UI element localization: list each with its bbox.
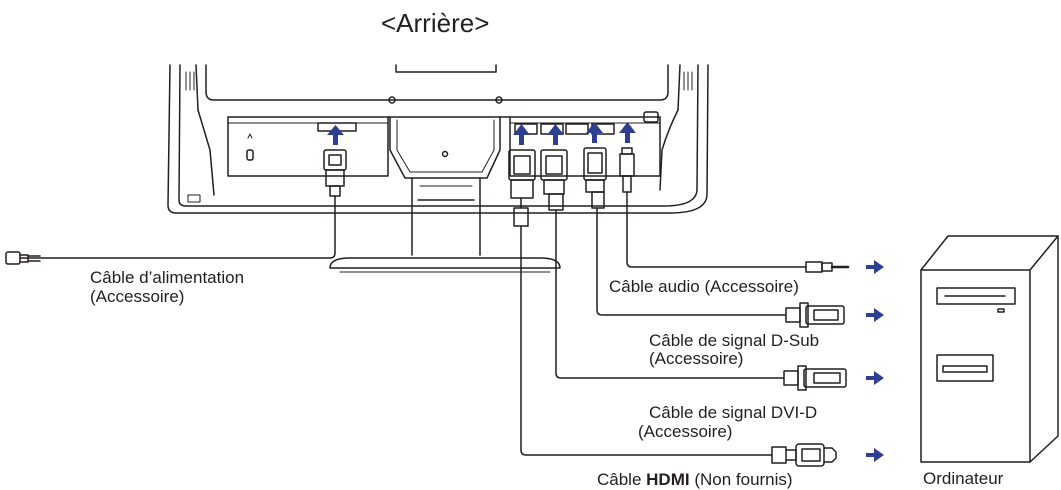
- arrow-up-icon: [513, 124, 530, 145]
- arrow-right-icon: [866, 448, 884, 462]
- arrow-up-icon: [619, 122, 636, 143]
- dsub-cable-note: (Accessoire): [649, 349, 744, 368]
- computer-tower: [920, 235, 1059, 463]
- arrow-up-icon: [547, 124, 564, 145]
- dvi-cable-label: Câble de signal DVI-D: [649, 403, 818, 422]
- dvi-cable-note: (Accessoire): [638, 422, 733, 441]
- arrow-up-icon: [586, 122, 603, 143]
- connect-arrows-up: [327, 122, 636, 145]
- hdmi-cable-prefix: Câble: [597, 470, 647, 489]
- dsub-cable-label: Câble de signal D-Sub: [649, 331, 820, 350]
- monitor-stand: [329, 177, 561, 273]
- dvi-cable: [540, 149, 847, 391]
- hdmi-cable: [508, 149, 837, 467]
- power-cable-note: (Accessoire): [90, 287, 185, 306]
- connect-arrows-right: [866, 260, 884, 462]
- computer-label: Ordinateur: [923, 469, 1004, 488]
- audio-cable: [619, 147, 850, 273]
- arrow-right-icon: [866, 308, 884, 322]
- audio-cable-label: Câble audio (Accessoire): [609, 277, 799, 296]
- diagram-title: <Arrière>: [381, 8, 490, 38]
- power-cable: [5, 149, 347, 265]
- power-cable-label: Câble d’alimentation: [90, 268, 245, 287]
- arrow-up-icon: [327, 125, 344, 145]
- hdmi-cable-suffix: (Non fournis): [689, 470, 793, 489]
- hdmi-cable-label: Câble HDMI (Non fournis): [597, 470, 793, 489]
- arrow-right-icon: [866, 260, 884, 274]
- monitor-rear: [167, 64, 709, 214]
- arrow-right-icon: [866, 371, 884, 385]
- hdmi-cable-word: HDMI: [646, 470, 690, 489]
- dsub-cable: [583, 147, 845, 328]
